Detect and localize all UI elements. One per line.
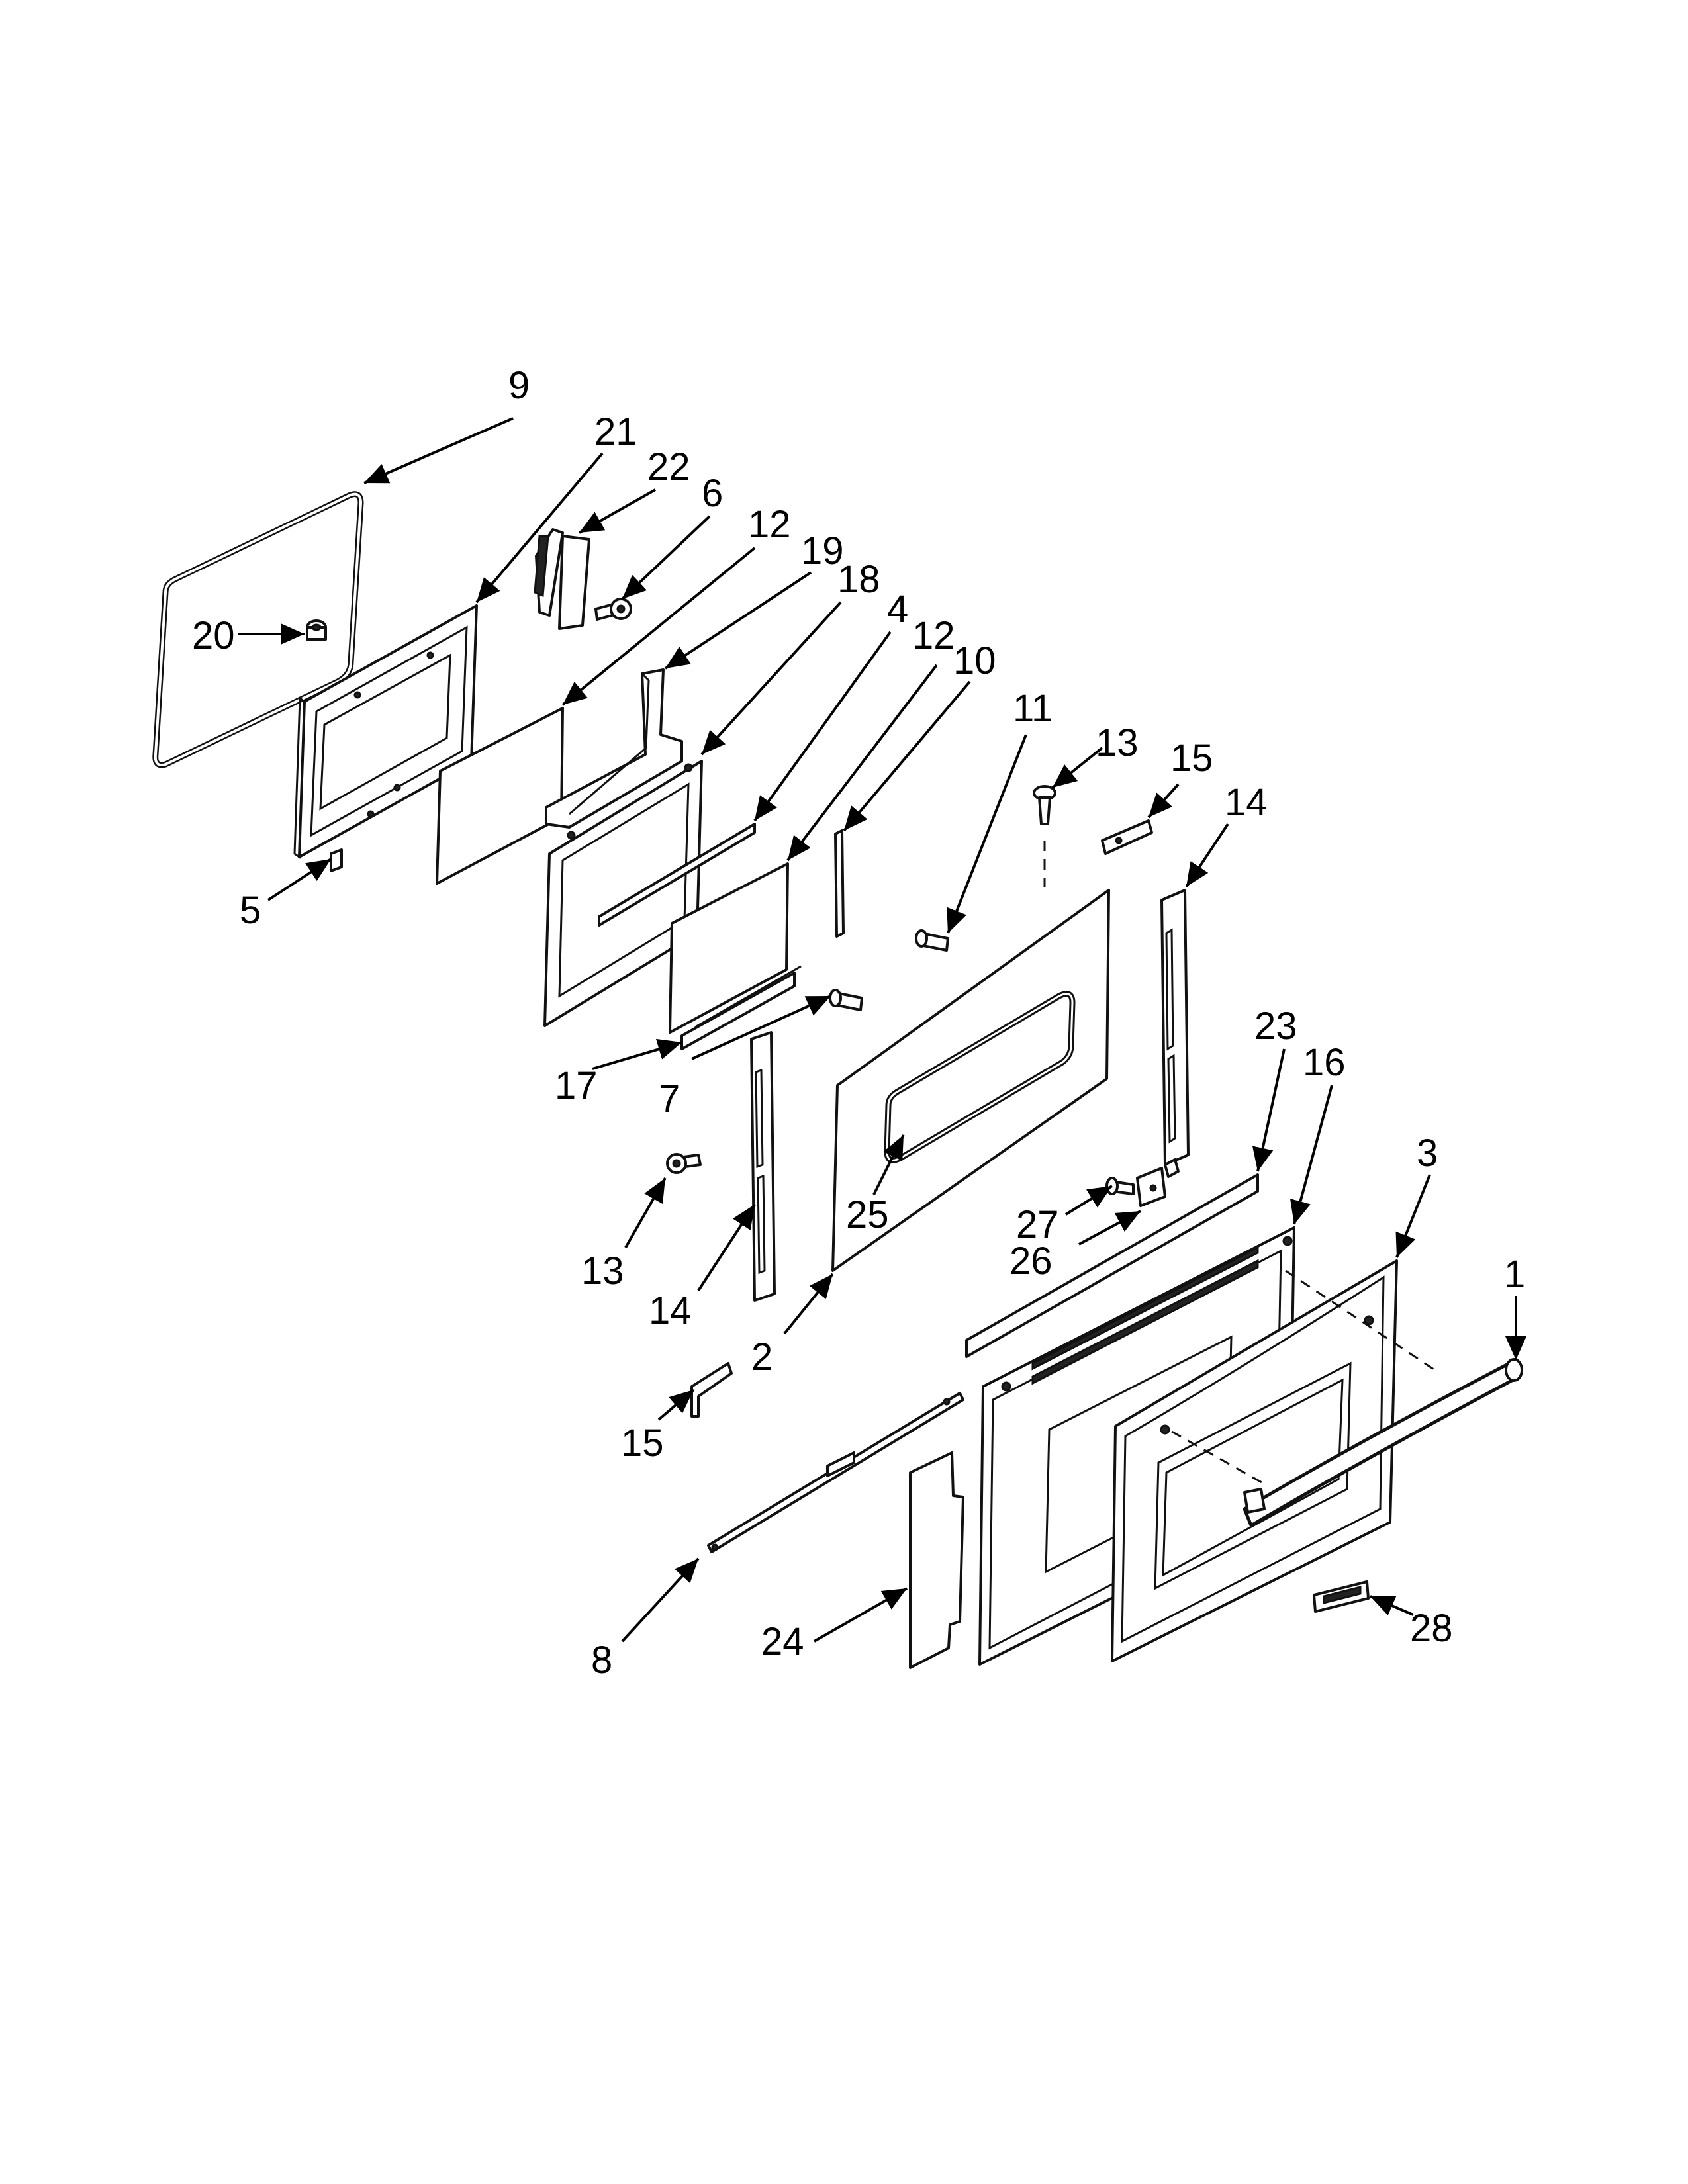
part-21-inner-door-panel [293,604,478,859]
callout-4: 4 [887,588,908,631]
callout-12: 12 [748,503,791,546]
callout-15: 15 [1170,737,1213,780]
part-11-screw [915,929,949,952]
part-5-clip [330,848,343,872]
callout-23: 23 [1254,1005,1297,1048]
part-17-strip [680,965,802,1050]
part-15-bracket-upper [1101,819,1153,855]
part-8-lower-trim [707,1392,964,1553]
part-12-glass-lower [669,862,789,1034]
callout-16: 16 [1303,1041,1346,1084]
part-14-side-rail-upper [1160,889,1190,1178]
callout-18: 18 [837,558,880,601]
part-15-bracket-lower [690,1362,733,1418]
part-28-badge [1313,1580,1370,1613]
part-1-handle [1171,1269,1523,1527]
part-22-hinge [534,528,590,630]
callout-10: 10 [953,639,996,682]
callout-22: 22 [647,445,690,488]
callout-28: 28 [1410,1607,1453,1650]
part-14-side-rail-lower [750,1031,776,1302]
part-13-screw-upper [1033,785,1056,887]
callout-8: 8 [591,1639,612,1682]
callout-27: 27 [1016,1203,1059,1246]
part-10-spacer [834,829,845,938]
callout-11: 11 [1013,687,1053,730]
callout-2: 2 [751,1336,773,1379]
part-3-door-front [1111,1259,1398,1662]
callout-labels: 9 21 22 6 12 19 18 4 12 10 11 13 15 14 2… [192,364,1525,1682]
callout-26: 26 [1009,1240,1053,1283]
callout-19: 19 [801,529,844,572]
callout-12: 12 [912,614,955,657]
callout-15: 15 [621,1422,664,1465]
part-23-trim-strip [965,1173,1259,1358]
callout-14: 14 [1225,781,1268,824]
callout-20: 20 [192,614,235,657]
callout-6: 6 [702,472,723,515]
callout-25: 25 [846,1193,889,1236]
leader-lines [238,417,1526,1643]
part-25-window-gasket [884,991,1076,1163]
part-24-insulation [909,1451,964,1669]
part-6-screw [594,598,632,621]
part-20-plug [306,619,327,641]
callout-13: 13 [581,1250,624,1293]
callout-7: 7 [659,1077,680,1120]
part-2-outer-glass [831,889,1110,1272]
part-4-bracket [598,823,756,927]
callout-5: 5 [240,889,261,932]
callout-3: 3 [1417,1132,1438,1175]
callout-14: 14 [649,1289,692,1332]
part-26-bracket [1136,1167,1166,1207]
part-7-screw [829,989,863,1011]
callout-21: 21 [594,410,637,453]
part-19-baffle [545,668,683,829]
callout-1: 1 [1504,1253,1525,1296]
callout-24: 24 [761,1620,804,1663]
callout-17: 17 [555,1064,598,1107]
part-13-screw-lower [666,1153,702,1174]
part-9-gasket [152,491,364,768]
callout-13: 13 [1096,721,1139,764]
callout-9: 9 [508,364,530,407]
